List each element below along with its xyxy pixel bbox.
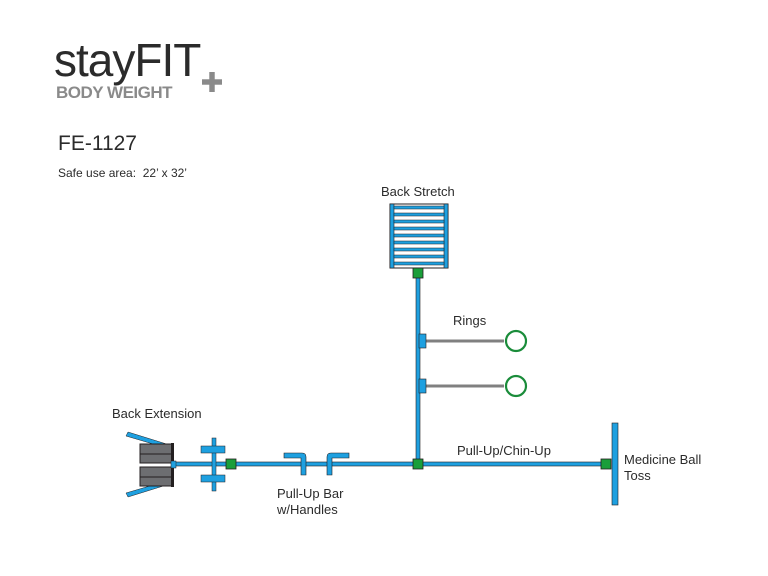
safe-use-area: Safe use area: 22’ x 32’ [58,166,187,180]
ring-icon [504,374,528,398]
model-number: FE-1127 [58,132,137,155]
logo-wordmark: stayFIT [54,34,201,86]
label-pull-up-chin-up: Pull-Up/Chin-Up [457,443,551,458]
medicine-ball-post [611,422,619,506]
ring-icon [504,329,528,353]
logo-subtitle: BODY WEIGHT [56,83,173,102]
label-medicine-ball-toss: Toss [624,468,651,483]
back-extension-unit [125,431,177,498]
pull-up-handles [283,452,350,476]
label-pull-up-bar: Pull-Up Bar [277,486,344,501]
connector-icon [225,458,237,470]
rings-unit [418,329,528,398]
connector-icon [412,458,424,470]
horizontal-beam [171,461,609,467]
vertical-beam [415,275,421,465]
ring-mount [418,333,427,349]
label-medicine-ball: Medicine Ball [624,452,702,467]
plus-icon [202,72,222,92]
back-stretch-rungs [393,205,445,266]
brand-logo: stayFIT BODY WEIGHT [54,34,234,102]
back-stretch-unit [389,203,449,269]
label-back-extension: Back Extension [112,406,202,421]
label-rings: Rings [453,313,487,328]
label-back-stretch: Back Stretch [381,184,455,199]
ring-mount [418,378,427,394]
connector-icon [412,267,424,279]
label-pull-up-bar-handles: w/Handles [277,502,338,517]
cross-bar-unit [200,437,226,492]
connector-icon [600,458,612,470]
